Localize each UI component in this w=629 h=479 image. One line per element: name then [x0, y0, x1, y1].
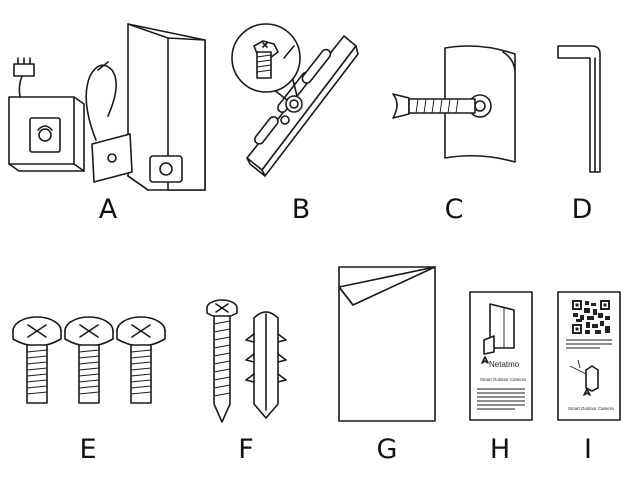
quick-start-guide-icon: Netatmo Smart Outdoor Camera [469, 291, 533, 421]
mounting-bracket-icon [231, 23, 359, 177]
part-label-c: C [444, 194, 464, 225]
guide-title: Smart Outdoor Camera [480, 377, 526, 382]
part-label-a: A [98, 194, 118, 225]
part-label-g: G [376, 434, 398, 465]
wood-screw-and-anchor-icon [206, 299, 287, 423]
leaflet-title: Smart Outdoor Camera [568, 406, 614, 411]
bolt-with-washer-plate-icon [392, 45, 516, 163]
part-label-d: D [571, 194, 593, 225]
allen-key-icon [557, 45, 601, 173]
template-sheet-icon [338, 266, 436, 422]
qr-code [572, 300, 610, 334]
part-label-i: I [584, 434, 592, 465]
part-label-f: F [238, 434, 254, 465]
part-label-b: B [291, 194, 311, 225]
guide-brand: Netatmo [489, 360, 520, 369]
part-label-e: E [79, 434, 97, 465]
machine-screws-icon [12, 316, 166, 404]
camera-with-mounting-box-icon [8, 23, 206, 191]
qr-leaflet-icon: Smart Outdoor Camera [557, 291, 621, 421]
part-label-h: H [489, 434, 511, 465]
